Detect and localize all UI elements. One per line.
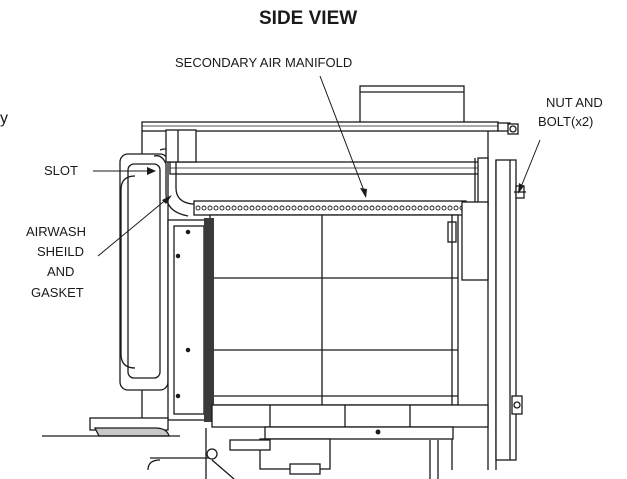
label-edge-fragment: y [0,110,8,127]
perforated-baffle [193,200,467,216]
manifold-hole [243,205,249,211]
diagram-title: SIDE VIEW [259,8,358,29]
manifold-hole [273,205,279,211]
manifold-hole [261,205,267,211]
manifold-hole [285,205,291,211]
manifold-hole [405,205,411,211]
label-slot: SLOT [44,163,78,178]
label-gasket: GASKET [31,285,84,300]
manifold-hole [375,205,381,211]
manifold-hole [447,205,453,211]
manifold-hole [357,205,363,211]
label-sheild: SHEILD [37,244,84,259]
manifold-hole [303,205,309,211]
manifold-hole [351,205,357,211]
manifold-hole [297,205,303,211]
manifold-hole [267,205,273,211]
flue-collar [359,85,465,125]
manifold-hole [345,205,351,211]
manifold-hole [363,205,369,211]
manifold-hole [315,205,321,211]
manifold-hole [411,205,417,211]
manifold-hole [279,205,285,211]
arrowheads [147,167,524,204]
manifold-hole [195,205,201,211]
label-airwash: AIRWASH [26,224,86,239]
label-secondary-air-manifold: SECONDARY AIR MANIFOLD [175,55,353,70]
manifold-hole [201,205,207,211]
manifold-hole [321,205,327,211]
manifold-hole [327,205,333,211]
air-manifold-tube [169,157,489,207]
manifold-hole [453,205,459,211]
airwash-shield [153,129,197,217]
manifold-hole [213,205,219,211]
manifold-hole [393,205,399,211]
manifold-hole [237,205,243,211]
ash-lip [42,417,210,471]
label-bolt-x2: BOLT(x2) [538,114,594,129]
manifold-hole [231,205,237,211]
manifold-hole [381,205,387,211]
manifold-hole [309,205,315,211]
manifold-hole [423,205,429,211]
manifold-hole [441,205,447,211]
base [205,404,489,479]
manifold-hole [399,205,405,211]
manifold-hole [429,205,435,211]
manifold-hole [339,205,345,211]
right-inner-plate [461,201,489,281]
top-right-bolt [507,123,519,135]
manifold-hole [435,205,441,211]
manifold-hole [219,205,225,211]
manifold-hole [369,205,375,211]
label-nut-and: NUT AND [546,95,603,110]
manifold-hole [387,205,393,211]
label-and: AND [47,264,75,279]
top-plate [141,121,511,132]
manifold-hole [417,205,423,211]
firebox-bricks [209,214,459,470]
door [119,153,214,422]
manifold-hole [207,205,213,211]
manifold-hole [333,205,339,211]
manifold-hole [249,205,255,211]
manifold-hole [255,205,261,211]
manifold-hole [291,205,297,211]
manifold-hole [225,205,231,211]
leader-lines [93,75,541,257]
